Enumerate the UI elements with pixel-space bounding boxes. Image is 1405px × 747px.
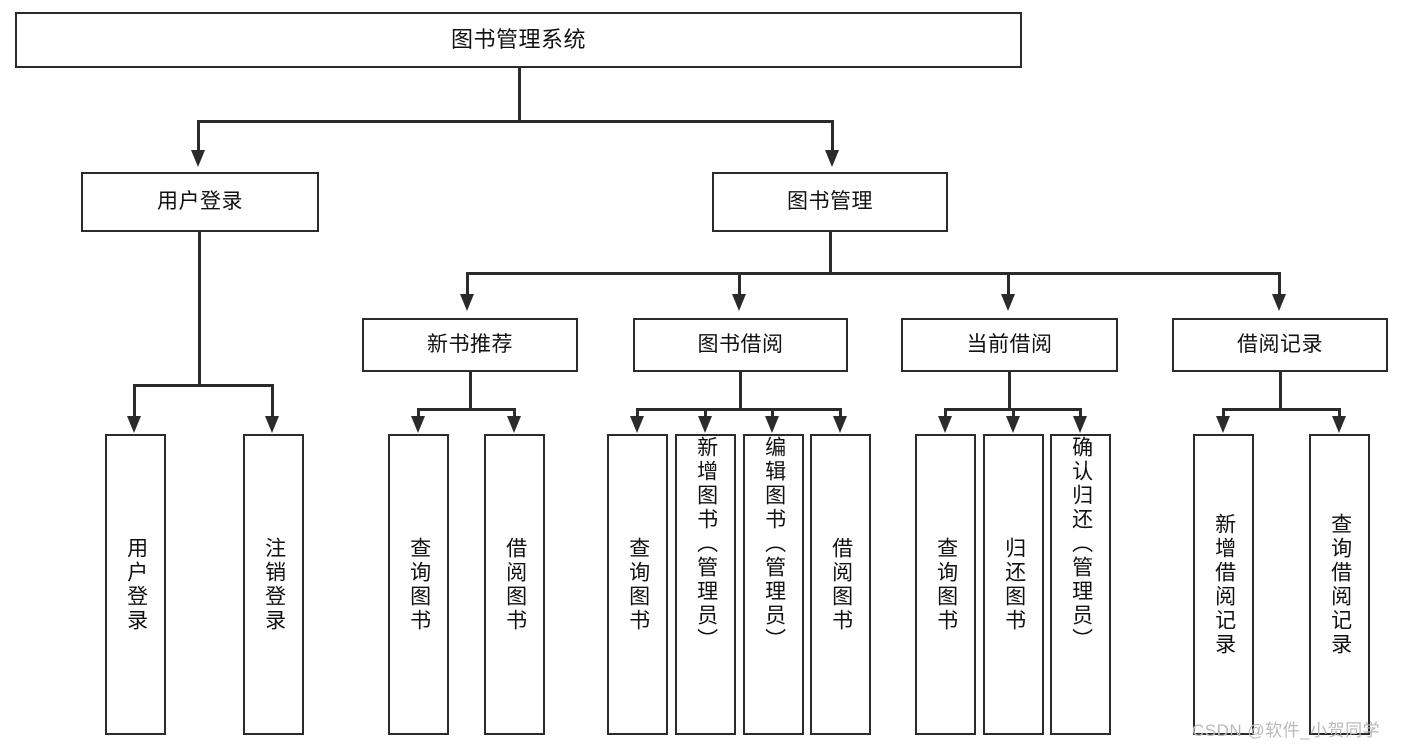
- edge-bus-drop-borrow-record: [1278, 272, 1281, 294]
- edge-new-book-stem: [469, 372, 472, 408]
- edge-root-stem: [518, 68, 521, 120]
- node-label: 当前借阅: [966, 333, 1053, 357]
- arrowhead-leaf-query-record: [1332, 416, 1346, 433]
- node-label: 图书借阅: [697, 333, 784, 357]
- edge-bus-drop-book-borrow: [738, 272, 741, 294]
- node-current-borrow[interactable]: 当前借阅: [901, 318, 1118, 372]
- edge-bus-drop-current-borrow: [1007, 272, 1010, 294]
- edge-current-borrow-drop-3: [1079, 408, 1082, 418]
- edge-user-login-bus: [133, 384, 273, 387]
- edge-book-borrow-bus: [636, 408, 842, 411]
- arrowhead-leaf-add-book: [698, 416, 712, 433]
- node-root-book-management-system[interactable]: 图书管理系统: [15, 12, 1022, 68]
- leaf-label: 借阅图书: [829, 536, 853, 633]
- leaf-confirm-return[interactable]: 确认归还（管理员）: [1050, 434, 1111, 735]
- edge-book-manage-stem: [829, 232, 832, 272]
- leaf-label: 用户登录: [124, 536, 148, 633]
- arrowhead-leaf-edit-book: [765, 416, 779, 433]
- arrowhead-leaf-query-book-2: [630, 416, 644, 433]
- arrowhead-leaf-return-book: [1006, 416, 1020, 433]
- arrowhead-new-book-recommend: [460, 294, 474, 311]
- edge-current-borrow-drop-1: [944, 408, 947, 418]
- edge-book-borrow-drop-4: [839, 408, 842, 418]
- node-new-book-recommend[interactable]: 新书推荐: [362, 318, 578, 372]
- node-book-borrow[interactable]: 图书借阅: [633, 318, 848, 372]
- leaf-logout-login[interactable]: 注销登录: [243, 434, 304, 735]
- arrowhead-leaf-logout-login: [265, 416, 279, 433]
- edge-book-borrow-drop-3: [771, 408, 774, 418]
- leaf-label: 查询图书: [934, 536, 958, 633]
- leaf-add-book[interactable]: 新增图书（管理员）: [675, 434, 736, 735]
- leaf-label: 借阅图书: [503, 536, 527, 633]
- node-book-management[interactable]: 图书管理: [712, 172, 948, 232]
- node-label: 图书管理系统: [450, 26, 586, 52]
- leaf-query-book-3[interactable]: 查询图书: [915, 434, 976, 735]
- edge-user-login-left-drop: [133, 384, 136, 416]
- leaf-label: 新增图书（管理员）: [694, 436, 718, 652]
- arrowhead-leaf-borrow-book-1: [507, 416, 521, 433]
- edge-borrow-record-drop-1: [1222, 408, 1225, 418]
- leaf-query-book-2[interactable]: 查询图书: [607, 434, 668, 735]
- arrowhead-leaf-query-book-3: [938, 416, 952, 433]
- leaf-query-record[interactable]: 查询借阅记录: [1309, 434, 1370, 735]
- edge-borrow-record-bus: [1222, 408, 1340, 411]
- edge-book-borrow-drop-2: [704, 408, 707, 418]
- arrowhead-leaf-query-book-1: [411, 416, 425, 433]
- node-label: 用户登录: [157, 190, 243, 214]
- edge-borrow-record-stem: [1279, 372, 1282, 408]
- edge-book-manage-bus: [466, 272, 1280, 275]
- node-user-login[interactable]: 用户登录: [81, 172, 319, 232]
- arrowhead-leaf-confirm-return: [1073, 416, 1087, 433]
- arrowhead-leaf-user-login: [127, 416, 141, 433]
- leaf-add-record[interactable]: 新增借阅记录: [1193, 434, 1254, 735]
- leaf-borrow-book-1[interactable]: 借阅图书: [484, 434, 545, 735]
- arrowhead-leaf-add-record: [1216, 416, 1230, 433]
- arrowhead-leaf-borrow-book-2: [833, 416, 847, 433]
- leaf-label: 查询图书: [626, 536, 650, 633]
- edge-book-borrow-stem: [739, 372, 742, 408]
- edge-book-borrow-drop-1: [636, 408, 639, 418]
- edge-root-to-book-manage: [831, 120, 834, 150]
- node-borrow-record[interactable]: 借阅记录: [1172, 318, 1388, 372]
- edge-borrow-record-drop-2: [1338, 408, 1341, 418]
- leaf-label: 编辑图书（管理员）: [762, 436, 786, 652]
- leaf-label: 查询借阅记录: [1328, 512, 1352, 657]
- leaf-query-book-1[interactable]: 查询图书: [388, 434, 449, 735]
- edge-current-borrow-stem: [1008, 372, 1011, 408]
- edge-root-bus: [197, 120, 834, 123]
- leaf-label: 确认归还（管理员）: [1069, 436, 1093, 652]
- edge-user-login-stem: [198, 232, 201, 384]
- arrowhead-borrow-record: [1272, 294, 1286, 311]
- arrowhead-book-borrow: [732, 294, 746, 311]
- edge-bus-drop-new-book: [466, 272, 469, 294]
- node-label: 图书管理: [787, 190, 873, 214]
- leaf-label: 注销登录: [262, 536, 286, 633]
- leaf-label: 归还图书: [1002, 536, 1026, 633]
- leaf-user-login[interactable]: 用户登录: [105, 434, 166, 735]
- leaf-label: 查询图书: [407, 536, 431, 633]
- node-label: 新书推荐: [427, 333, 513, 357]
- edge-current-borrow-drop-2: [1012, 408, 1015, 418]
- edge-new-book-drop-2: [513, 408, 516, 418]
- arrowhead-user-login: [191, 150, 205, 167]
- leaf-borrow-book-2[interactable]: 借阅图书: [810, 434, 871, 735]
- leaf-return-book[interactable]: 归还图书: [983, 434, 1044, 735]
- edge-user-login-right-drop: [271, 384, 274, 416]
- edge-new-book-drop-1: [417, 408, 420, 418]
- arrowhead-current-borrow: [1001, 294, 1015, 311]
- node-label: 借阅记录: [1237, 333, 1323, 357]
- leaf-label: 新增借阅记录: [1212, 512, 1236, 657]
- arrowhead-book-manage: [825, 150, 839, 167]
- edge-new-book-bus: [417, 408, 515, 411]
- edge-root-to-user-login: [197, 120, 200, 150]
- leaf-edit-book[interactable]: 编辑图书（管理员）: [743, 434, 804, 735]
